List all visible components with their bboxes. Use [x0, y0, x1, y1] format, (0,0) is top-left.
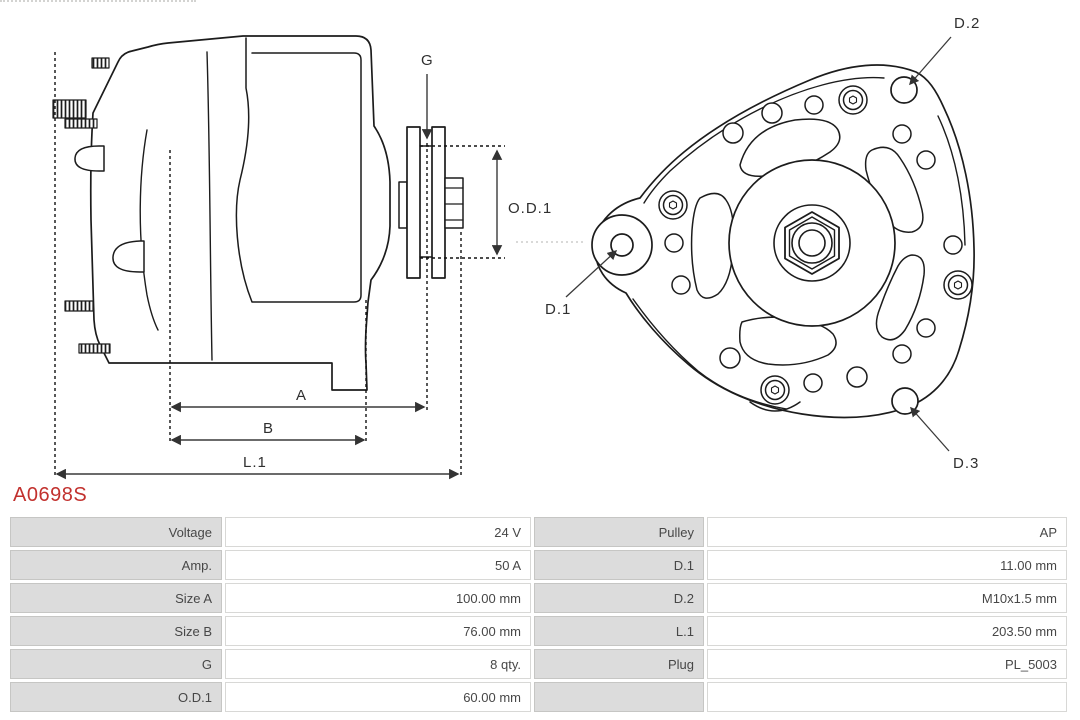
dim-label-d2: D.2: [954, 15, 980, 32]
spec-label-cell: Pulley: [534, 517, 704, 547]
spec-table: Voltage 24 V Pulley AP Amp. 50 A D.1 11.…: [10, 517, 1070, 712]
spec-value-cell: 203.50 mm: [707, 616, 1067, 646]
spec-value-cell: PL_5003: [707, 649, 1067, 679]
dim-label-b: B: [263, 420, 274, 437]
spec-value-cell: 11.00 mm: [707, 550, 1067, 580]
spec-label-cell: Voltage: [10, 517, 222, 547]
dim-label-a: A: [296, 387, 307, 404]
spec-label-cell: G: [10, 649, 222, 679]
spec-label-cell: D.1: [534, 550, 704, 580]
front-view-leaders: [565, 36, 952, 452]
spec-value-cell: 50 A: [225, 550, 531, 580]
spec-label-cell: [534, 682, 704, 712]
spec-label-cell: D.2: [534, 583, 704, 613]
dim-label-g: G: [421, 52, 434, 69]
spec-label-cell: O.D.1: [10, 682, 222, 712]
spec-label-cell: Size B: [10, 616, 222, 646]
front-view-drawing: [591, 64, 975, 419]
spec-label-cell: Plug: [534, 649, 704, 679]
spec-value-cell: 60.00 mm: [225, 682, 531, 712]
side-view-dimensions: [54, 52, 584, 480]
dim-label-od1: O.D.1: [508, 200, 552, 217]
spec-label-cell: Amp.: [10, 550, 222, 580]
spec-label-cell: L.1: [534, 616, 704, 646]
dim-label-d1: D.1: [545, 301, 571, 318]
technical-drawings: G O.D.1 A B L.1: [52, 15, 980, 480]
product-code: A0698S: [13, 484, 88, 506]
spec-value-cell: 100.00 mm: [225, 583, 531, 613]
spec-label-cell: Size A: [10, 583, 222, 613]
spec-value-cell: 76.00 mm: [225, 616, 531, 646]
spec-value-cell: AP: [707, 517, 1067, 547]
spec-value-cell: 24 V: [225, 517, 531, 547]
spec-value-cell: 8 qty.: [225, 649, 531, 679]
spec-value-cell: M10x1.5 mm: [707, 583, 1067, 613]
spec-value-cell: [707, 682, 1067, 712]
dim-label-d3: D.3: [953, 455, 979, 472]
side-view-drawing: [52, 35, 464, 391]
cropped-border-artifact: [0, 0, 196, 7]
dim-label-l1: L.1: [243, 454, 267, 471]
